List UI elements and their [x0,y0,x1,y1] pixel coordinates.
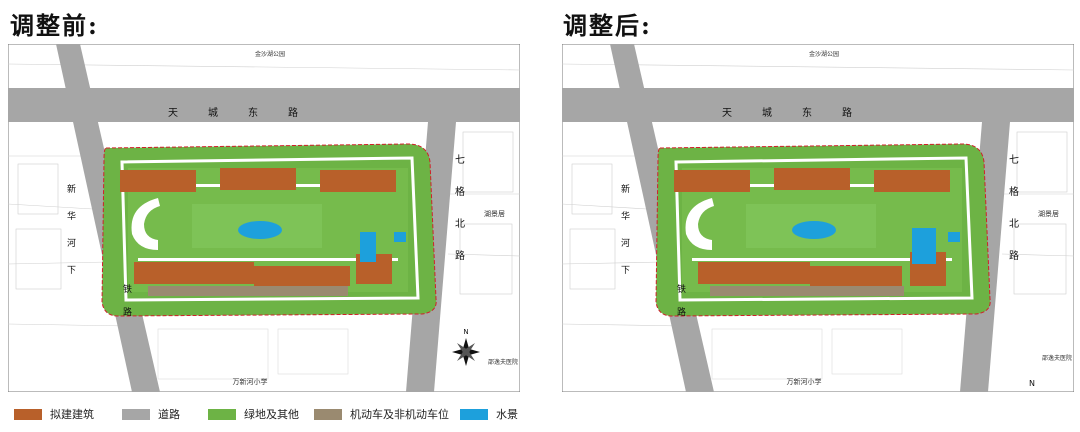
legend-swatch [314,408,342,420]
legend-label: 绿地及其他 [244,408,299,421]
label-lake: 湖景居 [484,209,505,218]
legend-label: 机动车及非机动车位 [350,408,449,421]
label-lake: 湖景居 [1038,209,1059,218]
legend-label: 水景 [496,408,518,421]
label-school: 万新河小学 [233,377,268,386]
legend-swatch [122,408,150,420]
label-north: N [463,328,468,336]
label-road-railway: 铁路 [675,283,686,330]
label-road-tiancheng: 天城东路 [722,106,882,119]
north-arrow-icon: N [452,328,480,366]
title-before: 调整前: [10,11,99,40]
label-road-railway: 铁路 [121,283,132,330]
title-after: 调整后: [563,11,652,40]
legend-label: 道路 [158,408,180,421]
label-road-qige: 七格北路 [1007,154,1019,282]
legend-item-green: 绿地及其他 [208,404,299,424]
label-road-tiancheng: 天城东路 [168,106,328,119]
label-road-xinhua: 新华河下 [65,183,76,292]
label-park: 金沙湖公园 [809,50,839,58]
legend-swatch [14,408,42,420]
legend-item-road: 道路 [122,404,180,424]
legend-swatch [460,408,488,420]
site-plan-after: 金沙湖公园 天城东路 七格北路 新华河下 铁路 湖景居 万新河小学 邵逸夫医院 … [562,44,1074,392]
legend-item-parking: 机动车及非机动车位 [314,404,449,424]
label-park: 金沙湖公园 [255,50,285,58]
legend: 拟建建筑 道路 绿地及其他 机动车及非机动车位 水景 [14,404,1074,424]
legend-item-building: 拟建建筑 [14,404,94,424]
label-road-qige: 七格北路 [453,154,465,282]
label-school: 万新河小学 [787,377,822,386]
label-hospital: 邵逸夫医院 [1042,354,1072,362]
legend-label: 拟建建筑 [50,408,94,421]
legend-item-water: 水景 [460,404,518,424]
site-plan-before: 金沙湖公园 天城东路 七格北路 新华河下 铁路 湖景居 万新河小学 邵逸夫医院 … [8,44,520,392]
label-hospital: 邵逸夫医院 [488,358,518,366]
label-road-xinhua: 新华河下 [619,183,630,292]
legend-swatch [208,408,236,420]
label-north: N [1029,379,1035,388]
